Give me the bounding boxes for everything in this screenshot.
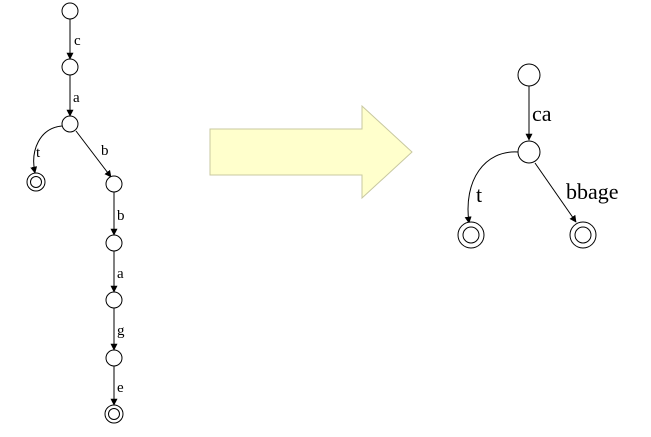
edge-label: c	[74, 33, 81, 49]
edge-label: ca	[532, 101, 552, 126]
edge-n2-to-leaf-t	[30, 125, 63, 174]
edge-branch-to-leaf-bbage	[534, 162, 577, 223]
edge-label: bbage	[566, 179, 619, 204]
right-trie: ca t bbage	[457, 63, 619, 249]
left-trie: c a t b b a g e	[26, 2, 125, 424]
edge-label: b	[101, 143, 109, 159]
edge-label: g	[117, 323, 125, 339]
right-arrow-icon	[209, 104, 413, 200]
right-branch-node	[517, 140, 541, 164]
left-leaf-node-inner	[108, 408, 120, 420]
left-node	[105, 175, 123, 193]
right-leaf-node-inner	[462, 226, 480, 244]
edge-label: a	[73, 90, 80, 106]
left-node	[105, 349, 123, 367]
left-node	[61, 58, 79, 76]
left-leaf-node-inner	[30, 176, 42, 188]
edge-branch-to-leaf-t	[464, 151, 519, 224]
edge-label: a	[117, 266, 124, 282]
edge-label: t	[476, 182, 482, 207]
left-root-node	[61, 2, 79, 20]
right-leaf-node-inner	[574, 226, 592, 244]
left-branch-node	[61, 115, 79, 133]
edge-label: b	[117, 208, 125, 224]
left-node	[105, 291, 123, 309]
left-node	[105, 234, 123, 252]
edge-label: t	[36, 145, 41, 161]
edge-n2-to-n3	[75, 130, 112, 178]
right-root-node	[517, 63, 541, 87]
edge-label: e	[117, 380, 124, 396]
